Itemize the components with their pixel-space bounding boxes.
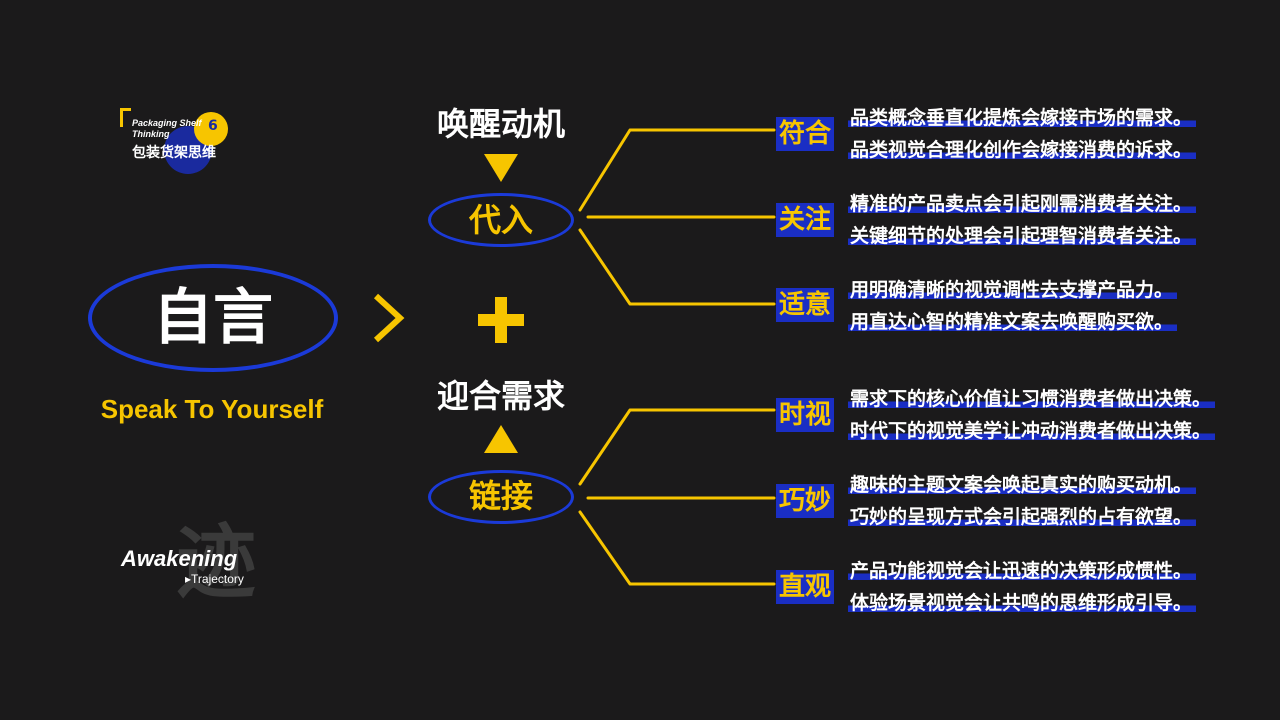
top-node-ellipse [428,193,574,247]
self-title: 自言 [153,283,273,353]
triangle-down-icon [484,154,518,182]
desc-line: 趣味的主题文案会唤起真实的购买动机。 [848,474,1197,496]
desc-line: 精准的产品卖点会引起刚需消费者关注。 [848,193,1197,215]
desc-line: 用直达心智的精准文案去唤醒购买欲。 [848,311,1178,333]
tag-shiyi: 适意 [776,288,834,322]
connector-top-1 [578,128,776,212]
tag-qiaomiao: 巧妙 [776,484,834,518]
top-node-label: 代入 [468,201,533,239]
bottom-heading: 迎合需求 [436,377,565,415]
logo-chinese: 包装货架思维 [132,145,216,161]
plus-icon-vertical [495,297,507,343]
logo-english: Packaging Shelf Thinking [132,118,202,139]
desc-line: 品类视觉合理化创作会嫁接消费的诉求。 [848,139,1197,161]
desc-line: 体验场景视觉会让共鸣的思维形成引导。 [848,592,1197,614]
connector-bottom-3 [578,510,776,586]
desc-line: 品类概念垂直化提炼会嫁接市场的需求。 [848,107,1197,129]
desc-line: 时代下的视觉美学让冲动消费者做出决策。 [848,420,1216,442]
bottom-node-label: 链接 [468,477,533,515]
triangle-up-icon [484,425,518,453]
desc-line: 需求下的核心价值让习惯消费者做出决策。 [848,388,1216,410]
logo-circle-yellow [194,112,228,146]
top-heading: 唤醒动机 [436,105,565,143]
connector-top-3 [578,228,776,306]
self-subtitle: Speak To Yourself [100,394,324,424]
logo-number: 6 [208,118,218,134]
desc-line: 产品功能视觉会让迅速的决策形成惯性。 [848,560,1197,582]
tag-shishi: 时视 [776,398,834,432]
bottom-node-ellipse [428,470,574,524]
connector-bottom-1 [578,408,776,486]
tag-guanzhu: 关注 [776,203,834,237]
tag-zhiguan: 直观 [776,570,834,604]
watermark-title: Awakening [121,546,238,571]
watermark-subtitle: ▸Trajectory [185,572,244,586]
desc-line: 关键细节的处理会引起理智消费者关注。 [848,225,1197,247]
tag-fuhe: 符合 [776,117,834,151]
chevron-right-icon [373,293,405,343]
logo-bracket [120,108,131,127]
watermark-char: 迹 [176,516,256,609]
self-ellipse [88,264,338,372]
desc-line: 巧妙的呈现方式会引起强烈的占有欲望。 [848,506,1197,528]
desc-line: 用明确清晰的视觉调性去支撑产品力。 [848,279,1178,301]
